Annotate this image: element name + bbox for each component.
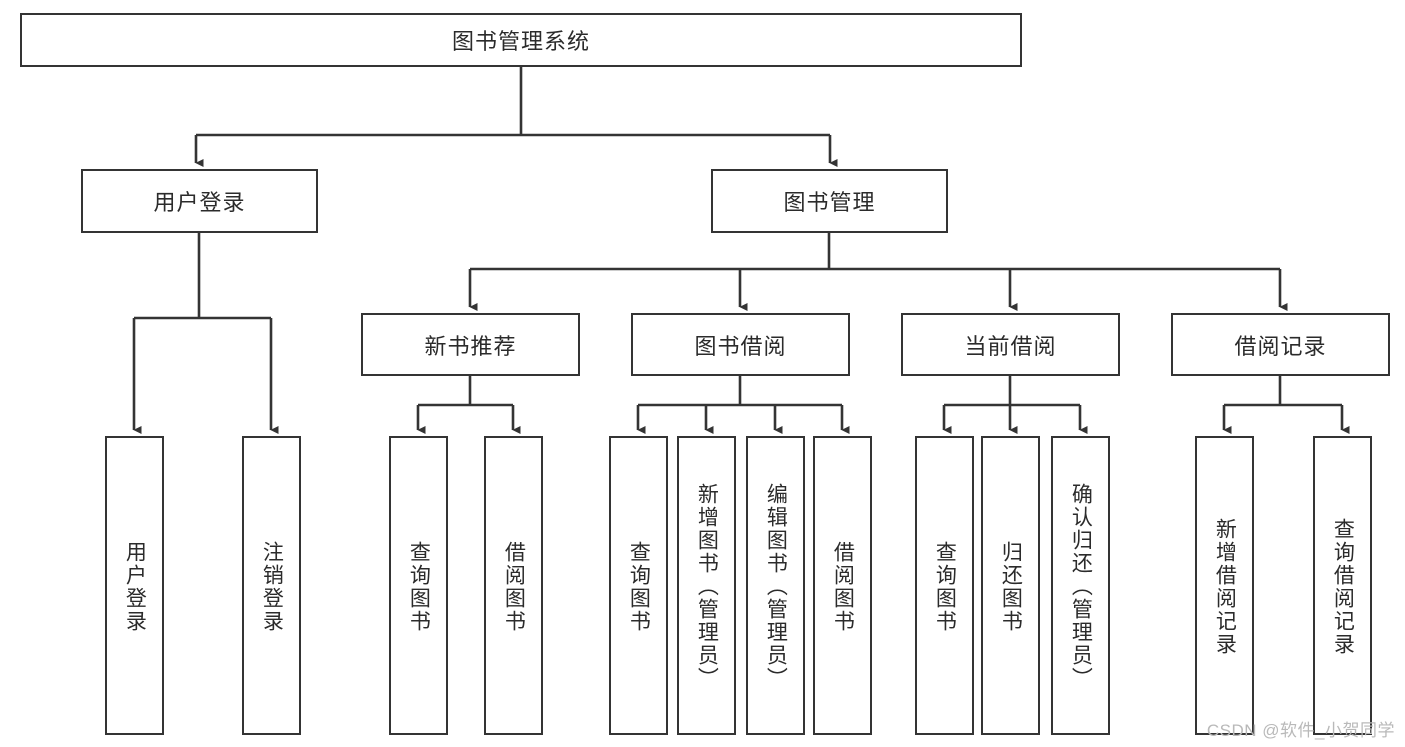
node-book-borrow[interactable]: 图书借阅: [631, 313, 850, 376]
leaf-logout[interactable]: 注销登录: [242, 436, 301, 735]
leaf-query-record[interactable]: 查询借阅记录: [1313, 436, 1372, 735]
node-current-borrow[interactable]: 当前借阅: [901, 313, 1120, 376]
leaf-query-book-3-label: 查询图书: [933, 540, 957, 633]
leaf-confirm-return[interactable]: 确认归还（管理员）: [1051, 436, 1110, 735]
leaf-user-login-label: 用户登录: [123, 540, 147, 633]
node-current-borrow-label: 当前借阅: [964, 333, 1057, 359]
leaf-query-book-1[interactable]: 查询图书: [389, 436, 448, 735]
leaf-add-record-label: 新增借阅记录: [1213, 517, 1237, 656]
leaf-edit-book-label: 编辑图书（管理员）: [764, 483, 788, 690]
leaf-query-book-2-label: 查询图书: [627, 540, 651, 633]
node-new-book-recommend-label: 新书推荐: [424, 333, 517, 359]
leaf-confirm-return-label: 确认归还（管理员）: [1069, 483, 1093, 690]
node-root-label: 图书管理系统: [451, 29, 590, 54]
leaf-edit-book[interactable]: 编辑图书（管理员）: [746, 436, 805, 735]
leaf-return-book[interactable]: 归还图书: [981, 436, 1040, 735]
leaf-add-book[interactable]: 新增图书（管理员）: [677, 436, 736, 735]
node-book-manage-label: 图书管理: [783, 190, 876, 215]
leaf-query-book-3[interactable]: 查询图书: [915, 436, 974, 735]
leaf-add-record[interactable]: 新增借阅记录: [1195, 436, 1254, 735]
leaf-query-book-2[interactable]: 查询图书: [609, 436, 668, 735]
leaf-logout-label: 注销登录: [260, 540, 284, 633]
csdn-watermark: CSDN @软件_小贺同学: [1206, 721, 1395, 740]
leaf-return-book-label: 归还图书: [999, 540, 1023, 633]
node-book-manage[interactable]: 图书管理: [711, 169, 948, 233]
leaf-user-login[interactable]: 用户登录: [105, 436, 164, 735]
leaf-borrow-book-2-label: 借阅图书: [831, 540, 855, 633]
leaf-borrow-book-1-label: 借阅图书: [502, 540, 526, 633]
node-root[interactable]: 图书管理系统: [20, 13, 1022, 67]
leaf-add-book-label: 新增图书（管理员）: [695, 483, 719, 690]
node-borrow-record[interactable]: 借阅记录: [1171, 313, 1390, 376]
node-user-login[interactable]: 用户登录: [81, 169, 318, 233]
node-user-login-label: 用户登录: [153, 190, 246, 215]
leaf-query-record-label: 查询借阅记录: [1331, 517, 1355, 656]
node-new-book-recommend[interactable]: 新书推荐: [361, 313, 580, 376]
leaf-borrow-book-1[interactable]: 借阅图书: [484, 436, 543, 735]
leaf-borrow-book-2[interactable]: 借阅图书: [813, 436, 872, 735]
leaf-query-book-1-label: 查询图书: [407, 540, 431, 633]
node-book-borrow-label: 图书借阅: [694, 333, 787, 359]
node-borrow-record-label: 借阅记录: [1234, 333, 1327, 359]
